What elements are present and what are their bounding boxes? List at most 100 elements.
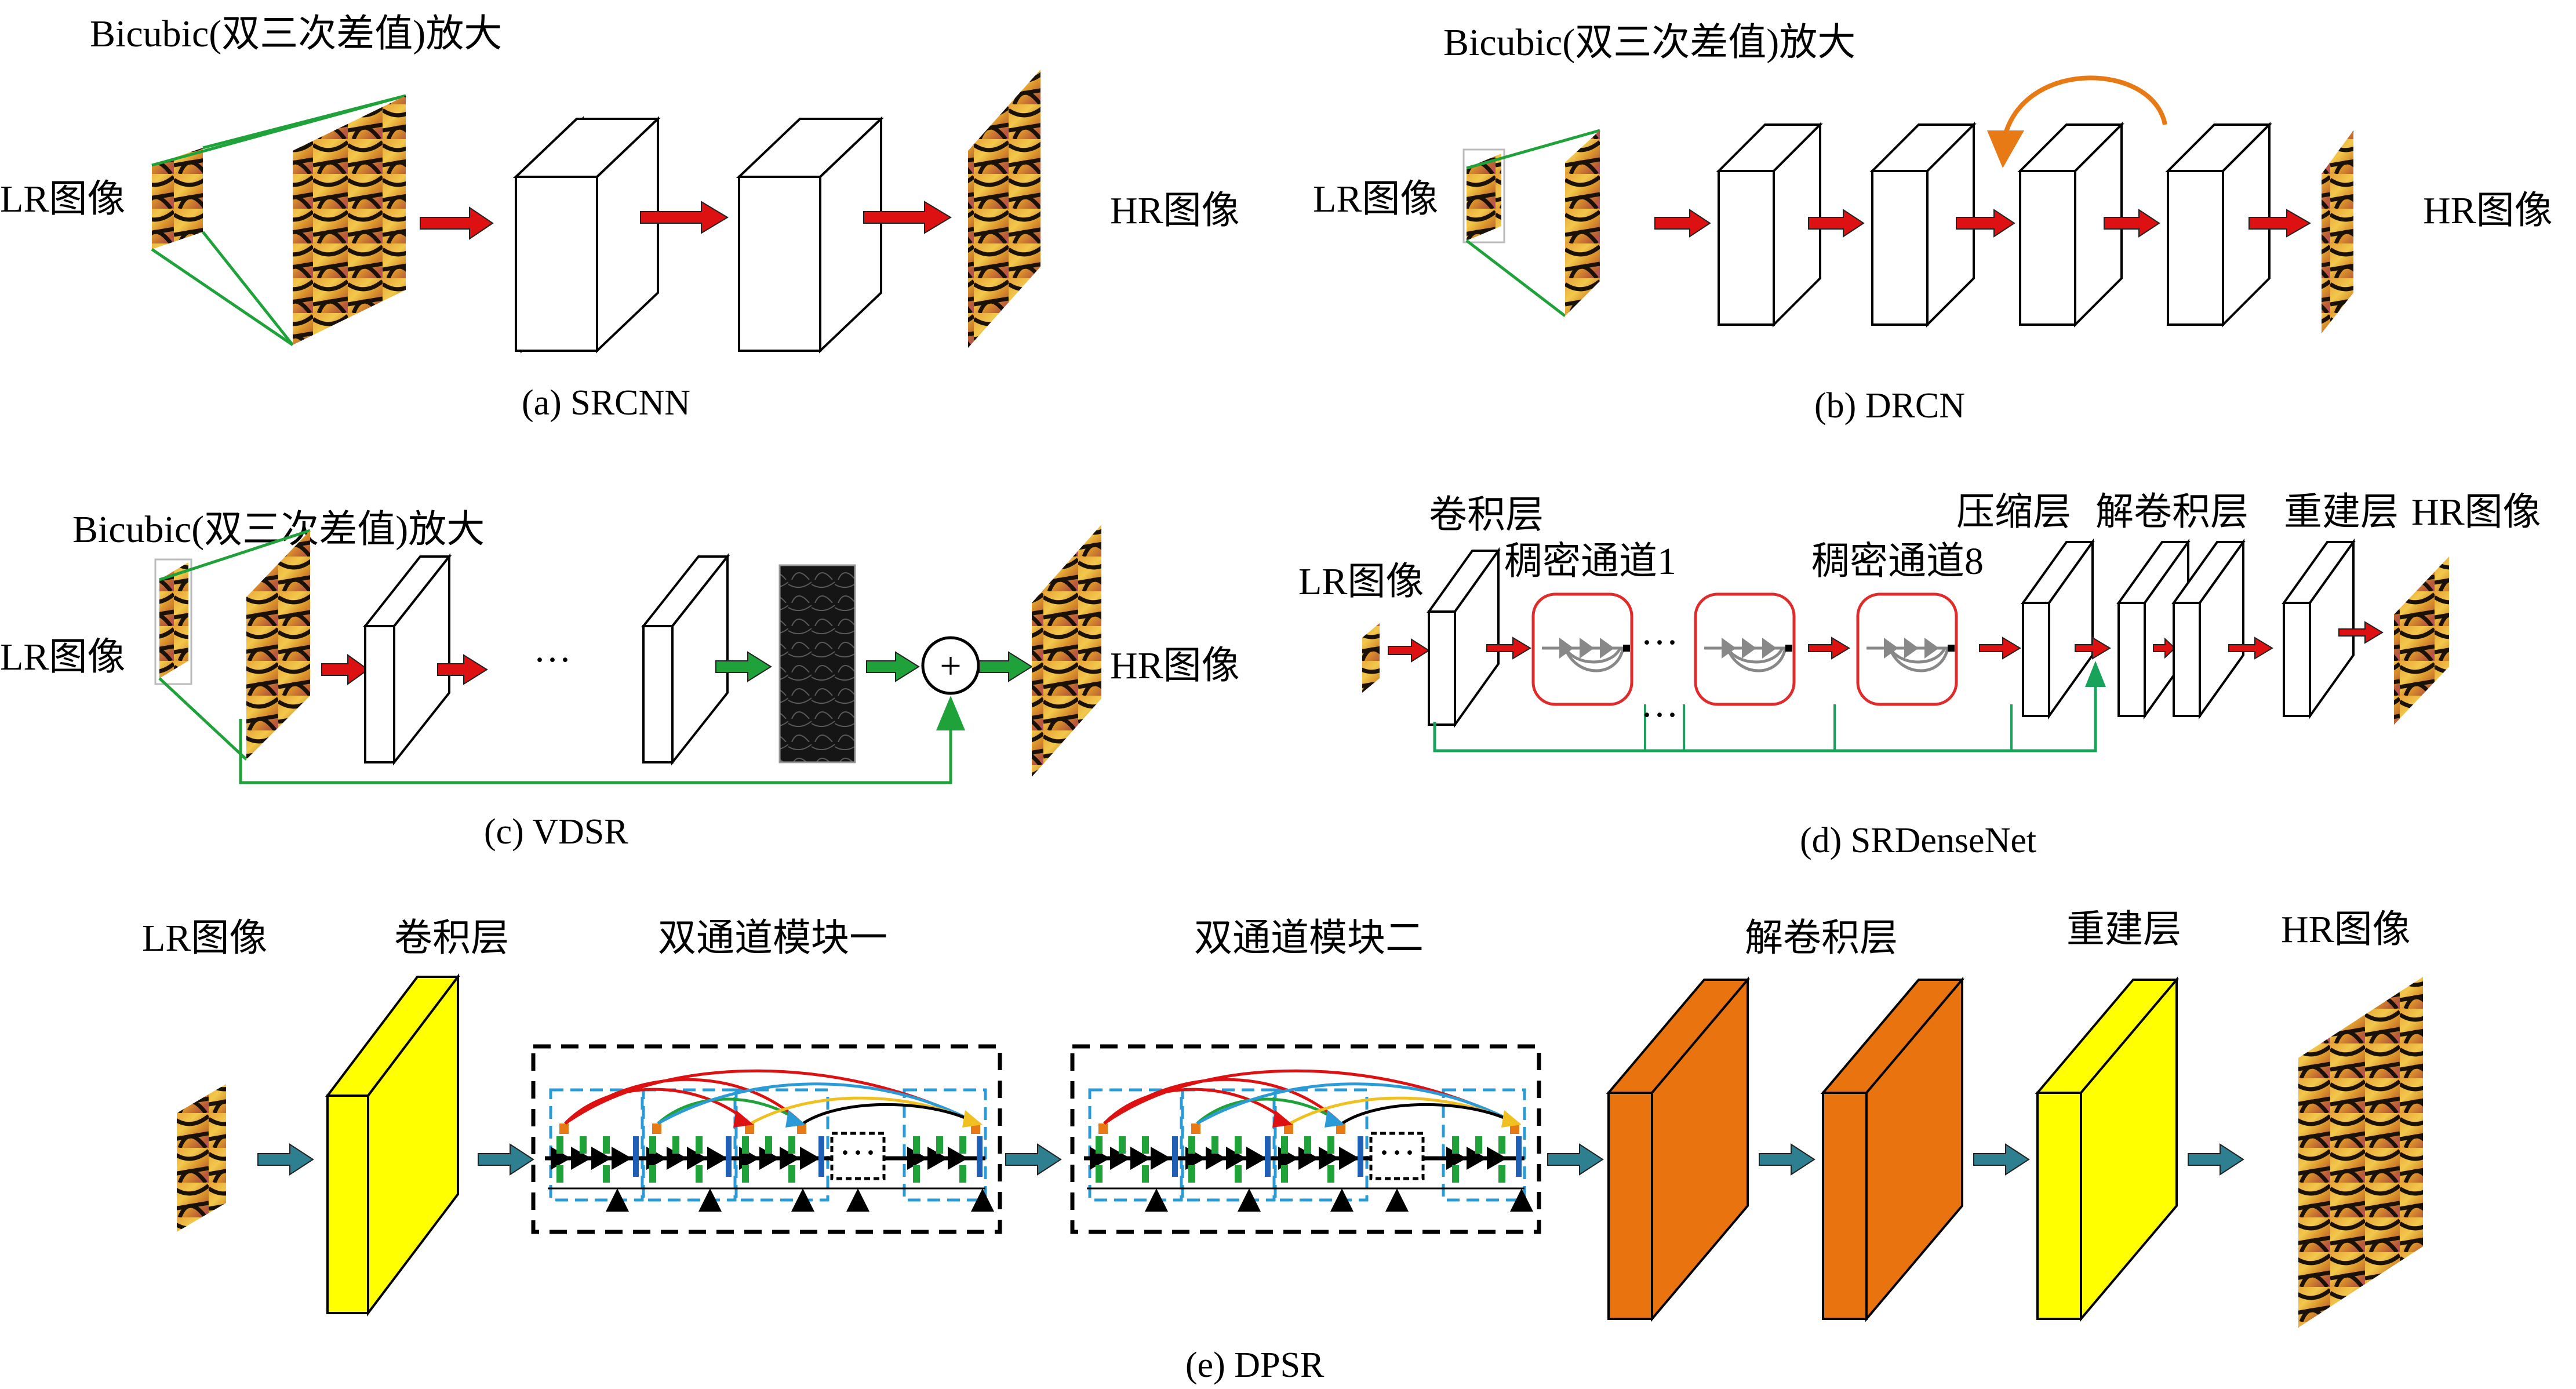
dense-block-1 xyxy=(1531,592,1633,706)
bottleneck-block xyxy=(2021,538,2095,720)
lr-frame xyxy=(1462,148,1505,243)
srdensenet-ellipsis-lower: ··· xyxy=(1640,694,1679,736)
dpsr-hr-image xyxy=(2298,977,2423,1328)
srdensenet-lr-image xyxy=(1362,623,1380,693)
panel-srcnn: Bicubic(双三次差值)放大 LR图像 HR图像 (a) SRCNN xyxy=(0,13,1240,423)
panel-vdsr: Bicubic(双三次差值)放大 LR图像 ··· + HR图像 (c) VDS xyxy=(0,508,1240,852)
teal-arrow xyxy=(1547,1143,1604,1176)
conv-block xyxy=(2165,122,2272,328)
vdsr-output-label: HR图像 xyxy=(1110,645,1240,687)
red-arrow xyxy=(437,654,488,685)
skip-arrowhead xyxy=(2085,661,2106,687)
dense-block-8 xyxy=(1856,592,1958,706)
conv-block xyxy=(362,553,452,766)
red-arrow xyxy=(863,201,952,234)
panel-drcn: Bicubic(双三次差值)放大 LR图像 xyxy=(1313,21,2553,426)
red-arrow xyxy=(1486,637,1531,660)
conv-block xyxy=(2017,122,2124,328)
recon-block xyxy=(2282,538,2356,720)
zoom-line xyxy=(159,529,311,581)
red-arrow xyxy=(1388,638,1430,663)
srcnn-input-label: LR图像 xyxy=(0,178,125,220)
srdensenet-dense8-label: 稠密通道8 xyxy=(1811,540,1984,583)
srcnn-output-label: HR图像 xyxy=(1110,190,1240,232)
srdensenet-deconv-label: 解卷积层 xyxy=(2095,491,2248,533)
red-arrow xyxy=(2248,209,2312,238)
vdsr-bicubic-image xyxy=(246,530,310,759)
dual-path-module-1: ··· xyxy=(531,1044,1002,1234)
orange-deconv-block xyxy=(1606,976,1751,1322)
vdsr-input-label: LR图像 xyxy=(0,636,125,678)
srdensenet-conv-label: 卷积层 xyxy=(1429,494,1544,536)
green-arrow xyxy=(866,651,920,682)
vdsr-upscale-label: Bicubic(双三次差值)放大 xyxy=(72,508,485,551)
conv-block xyxy=(513,116,661,354)
srdensenet-bottleneck-label: 压缩层 xyxy=(1956,491,2071,533)
srcnn-lr-image xyxy=(152,148,203,249)
skip-connection-line xyxy=(239,719,952,784)
dpsr-module1-label: 双通道模块一 xyxy=(658,917,887,959)
teal-arrow xyxy=(1759,1143,1815,1176)
vdsr-hr-image xyxy=(1032,525,1101,777)
green-arrow xyxy=(979,651,1033,682)
dpsr-input-label: LR图像 xyxy=(142,917,267,959)
srcnn-hr-image xyxy=(968,70,1040,348)
lr-frame xyxy=(154,558,192,685)
srdensenet-caption: (d) SRDenseNet xyxy=(1800,821,2036,860)
zoom-line xyxy=(1465,239,1566,317)
drcn-caption: (b) DRCN xyxy=(1814,386,1965,426)
conv-block xyxy=(1716,122,1823,328)
red-arrow xyxy=(1808,209,1865,238)
red-arrow xyxy=(2228,637,2273,660)
srcnn-caption: (a) SRCNN xyxy=(522,383,690,423)
drcn-hr-image xyxy=(2322,130,2353,333)
dpsr-conv-label: 卷积层 xyxy=(394,917,509,959)
skip-arrowhead xyxy=(936,696,965,730)
vdsr-residual-image xyxy=(778,564,856,763)
srcnn-upscale-label: Bicubic(双三次差值)放大 xyxy=(90,13,502,55)
red-arrow xyxy=(2338,621,2384,644)
dpsr-deconv-label: 解卷积层 xyxy=(1745,917,1898,959)
panel-srdensenet: 卷积层 LR图像 稠密通道1 稠密通道8 压缩层 解卷积层 重建层 HR图像 ·… xyxy=(1298,491,2541,860)
red-arrow xyxy=(2104,209,2160,238)
deconv-block xyxy=(2171,538,2246,720)
srcnn-bicubic-image xyxy=(293,96,406,345)
drcn-input-label: LR图像 xyxy=(1313,178,1438,220)
drcn-output-label: HR图像 xyxy=(2423,190,2553,232)
srdensenet-output-label: HR图像 xyxy=(2411,491,2541,533)
dual-path-module-2: ··· xyxy=(1070,1044,1541,1234)
conv-block xyxy=(641,553,730,766)
yellow-conv-block xyxy=(325,973,461,1317)
conv-block xyxy=(1427,547,1501,729)
vdsr-plus: + xyxy=(940,645,961,687)
zoom-line xyxy=(151,248,294,347)
drcn-upscale-label: Bicubic(双三次差值)放大 xyxy=(1443,21,1855,64)
skip-connection-line xyxy=(1433,681,2097,752)
dpsr-caption: (e) DPSR xyxy=(1185,1346,1325,1385)
dpsr-module2-ellipsis: ··· xyxy=(1378,1132,1416,1174)
dpsr-output-label: HR图像 xyxy=(2281,908,2411,951)
red-arrow xyxy=(1808,637,1850,660)
conv-block xyxy=(736,116,884,354)
vdsr-caption: (c) VDSR xyxy=(484,812,628,852)
teal-arrow xyxy=(257,1143,314,1176)
red-arrow xyxy=(2075,637,2111,660)
teal-arrow xyxy=(478,1143,534,1176)
deconv-block xyxy=(2116,538,2191,720)
zoom-line xyxy=(158,677,248,761)
teal-arrow xyxy=(1005,1143,1062,1176)
teal-arrow xyxy=(2188,1143,2244,1176)
srdensenet-ellipsis: ··· xyxy=(1640,621,1679,664)
orange-deconv-block xyxy=(1820,976,1965,1322)
srdensenet-recon-label: 重建层 xyxy=(2284,491,2399,533)
srdensenet-dense1-label: 稠密通道1 xyxy=(1504,540,1676,583)
red-arrow xyxy=(2153,637,2176,659)
srdensenet-hr-image xyxy=(2394,557,2449,725)
zoom-line xyxy=(1466,129,1600,170)
green-arrow xyxy=(715,651,772,682)
red-arrow xyxy=(640,201,729,234)
srdensenet-input-label: LR图像 xyxy=(1298,561,1424,603)
dpsr-recon-label: 重建层 xyxy=(2066,908,2181,951)
drcn-bicubic-image xyxy=(1565,130,1600,316)
